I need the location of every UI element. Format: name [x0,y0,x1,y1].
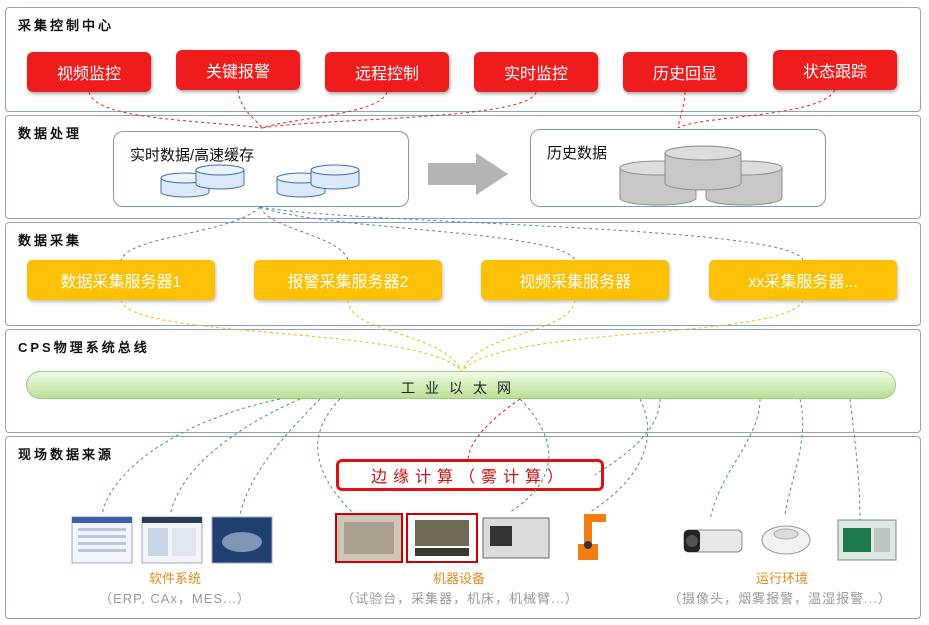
realtime-cache-label: 实时数据/高速缓存 [130,147,255,164]
edge-computing-box: 边缘计算（雾计算） [336,459,604,491]
history-database-icon [619,145,783,206]
robot-arm-icon [578,514,606,560]
link-key-alarm [237,89,263,129]
server-xx-collection[interactable]: xx采集服务器... [709,260,897,300]
server-video-collection[interactable]: 视频采集服务器 [481,260,669,300]
environment-label: 运行环境 [755,571,808,586]
machine-thumbnail [335,513,550,563]
environment-sub: （摄像头，烟雾报警，温湿报警...） [668,591,892,606]
btn-key-alarm[interactable]: 关键报警 [176,50,300,90]
machines-sub: （试验台，采集器，机床，机械臂...） [341,591,579,606]
link-history-playback [677,91,686,129]
edge-link [467,398,521,460]
history-data-label: 历史数据 [547,145,608,162]
layer-title-processing: 数据处理 [18,126,83,141]
link-video-monitor [88,91,263,129]
software-sub: （ERP, CAx，MES...） [99,591,251,606]
layer-title-bus: CPS物理系统总线 [18,340,150,355]
cache-links [120,206,804,261]
control-links [88,89,836,129]
realtime-cache-box: 实时数据/高速缓存 [113,131,409,207]
layer-title-sources: 现场数据来源 [18,447,115,462]
layer-title-control: 采集控制中心 [18,18,115,33]
machines-label: 机器设备 [432,571,485,586]
layer-control-center: 采集控制中心 [5,7,921,112]
bus-links [101,398,861,521]
btn-history-playback[interactable]: 历史回显 [623,52,747,92]
link-realtime-monitor [261,91,537,129]
server-links [120,299,804,372]
link-remote-control [261,91,388,129]
link-status-tracking [677,89,836,129]
server-alarm-collection-2[interactable]: 报警采集服务器2 [254,260,442,300]
btn-remote-control[interactable]: 远程控制 [325,52,449,92]
software-label: 软件系统 [148,571,201,586]
btn-realtime-monitor[interactable]: 实时监控 [474,52,598,92]
layer-title-collection: 数据采集 [18,233,83,248]
industrial-ethernet-bus: 工业以太网 [26,371,896,399]
camera-icon [683,529,743,553]
bus-label: 工业以太网 [401,380,521,396]
btn-video-monitor[interactable]: 视频监控 [27,52,151,92]
screenshot-thumbnail [71,516,273,564]
database-icon [160,164,360,198]
server-data-collection-1[interactable]: 数据采集服务器1 [27,260,215,300]
sensor-module-icon [837,519,897,561]
arrow-right-icon [428,153,508,195]
smoke-detector-icon [761,525,811,555]
btn-status-tracking[interactable]: 状态跟踪 [773,50,897,90]
